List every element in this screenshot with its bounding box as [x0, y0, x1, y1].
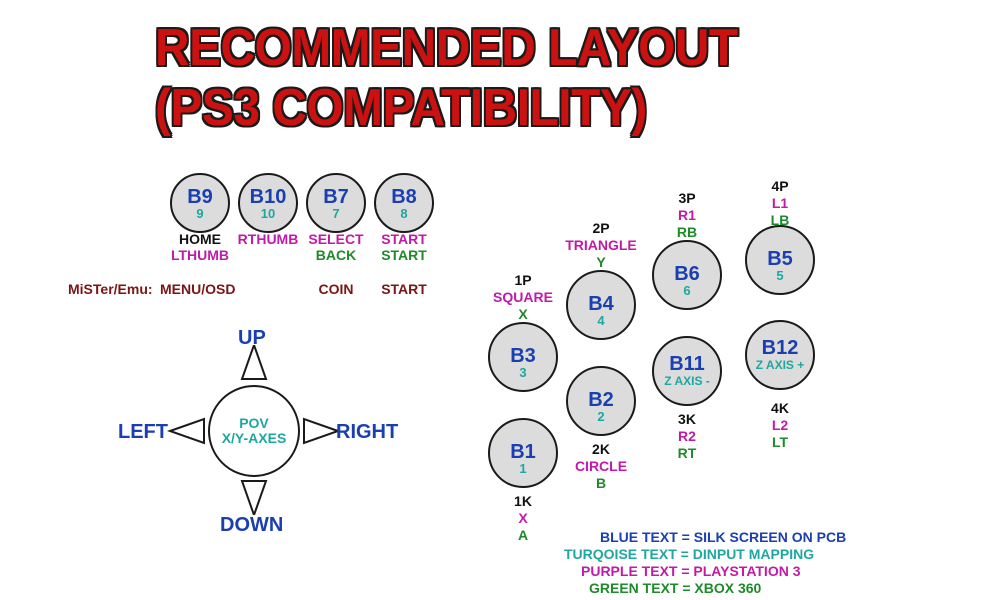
- button-b9[interactable]: B9 9: [170, 173, 230, 233]
- pcb-label: B7: [323, 186, 349, 208]
- arrow-down-icon: [240, 480, 268, 515]
- b8-label-start-ps3: START: [381, 231, 427, 247]
- button-b6[interactable]: B6 6: [652, 240, 722, 310]
- b2-code: 2K: [592, 441, 610, 457]
- b7-label-select: SELECT: [308, 231, 364, 247]
- b6-ps3: R1: [678, 207, 696, 223]
- b12-xbox: LT: [771, 434, 789, 450]
- dir-left-label: LEFT: [118, 421, 168, 443]
- button-b5[interactable]: B5 5: [745, 225, 815, 295]
- pcb-label: B5: [767, 248, 793, 270]
- b5-ps3: L1: [771, 195, 789, 211]
- arrow-up-icon: [240, 345, 268, 380]
- legend-blue: BLUE TEXT = SILK SCREEN ON PCB: [600, 529, 847, 545]
- dinput-label: 8: [400, 206, 408, 221]
- button-b10[interactable]: B10 10: [238, 173, 298, 233]
- b4-code: 2P: [592, 220, 610, 236]
- b4-ps3: TRIANGLE: [565, 237, 637, 253]
- b6-code: 3P: [678, 190, 696, 206]
- legend-turquoise: TURQOISE TEXT = DINPUT MAPPING: [564, 546, 815, 562]
- legend-green: GREEN TEXT = XBOX 360: [589, 580, 762, 596]
- title-line-1: RECOMMENDED LAYOUT: [155, 19, 738, 77]
- emu-coin: COIN: [318, 281, 354, 297]
- pcb-label: B9: [187, 186, 213, 208]
- pcb-label: B1: [510, 441, 536, 463]
- b11-ps3: R2: [678, 428, 696, 444]
- b9-label-lthumb: LTHUMB: [170, 247, 230, 263]
- button-b11[interactable]: B11 Z AXIS -: [652, 336, 722, 406]
- button-b4[interactable]: B4 4: [566, 270, 636, 340]
- arrow-right-icon: [303, 417, 342, 445]
- b3-xbox: X: [518, 306, 528, 322]
- pcb-label: B4: [588, 293, 614, 315]
- dinput-label: 4: [597, 313, 605, 328]
- b9-label-home: HOME: [179, 231, 221, 247]
- title-line-2: (PS3 COMPATIBILITY): [155, 79, 647, 137]
- pcb-label: B12: [761, 337, 799, 359]
- b2-xbox: B: [595, 475, 607, 491]
- dir-up-label: UP: [238, 327, 266, 349]
- button-b3[interactable]: B3 3: [488, 322, 558, 392]
- arrow-left-icon: [166, 417, 205, 445]
- button-b7[interactable]: B7 7: [306, 173, 366, 233]
- b3-code: 1P: [514, 272, 532, 288]
- pcb-label: B8: [391, 186, 417, 208]
- emu-menu-osd: MENU/OSD: [160, 281, 236, 297]
- pcb-label: B3: [510, 345, 536, 367]
- dinput-label: Z AXIS +: [755, 358, 805, 372]
- dinput-label: 10: [260, 206, 276, 221]
- b12-ps3: L2: [771, 417, 789, 433]
- dinput-label: 7: [332, 206, 340, 221]
- b1-code: 1K: [514, 493, 532, 509]
- pcb-label: B6: [674, 263, 700, 285]
- b6-xbox: RB: [676, 224, 698, 240]
- pov-stick[interactable]: POV X/Y-AXES: [208, 385, 300, 477]
- b1-xbox: A: [517, 527, 529, 543]
- dir-right-label: RIGHT: [336, 421, 399, 443]
- b11-code: 3K: [678, 411, 696, 427]
- dinput-label: 2: [597, 409, 605, 424]
- dinput-label: 9: [196, 206, 204, 221]
- legend-purple: PURPLE TEXT = PLAYSTATION 3: [581, 563, 801, 579]
- pcb-label: B10: [249, 186, 287, 208]
- b8-label-start-xbox: START: [381, 247, 427, 263]
- b4-xbox: Y: [596, 254, 606, 270]
- b10-label-rthumb: RTHUMB: [237, 231, 299, 247]
- b7-label-back: BACK: [315, 247, 357, 263]
- b12-code: 4K: [771, 400, 789, 416]
- b3-ps3: SQUARE: [493, 289, 553, 305]
- dinput-label: 3: [519, 365, 527, 380]
- b11-xbox: RT: [677, 445, 697, 461]
- dinput-label: 5: [776, 268, 784, 283]
- button-b2[interactable]: B2 2: [566, 366, 636, 436]
- dinput-label: 1: [519, 461, 527, 476]
- button-b1[interactable]: B1 1: [488, 418, 558, 488]
- emu-start: START: [381, 281, 427, 297]
- button-b12[interactable]: B12 Z AXIS +: [745, 320, 815, 390]
- pov-label-line2: X/Y-AXES: [221, 430, 287, 446]
- pcb-label: B11: [669, 353, 705, 375]
- dinput-label: 6: [683, 283, 691, 298]
- dinput-label: Z AXIS -: [664, 374, 710, 388]
- b1-ps3: X: [518, 510, 528, 526]
- button-b8[interactable]: B8 8: [374, 173, 434, 233]
- b5-xbox: LB: [770, 212, 790, 228]
- b5-code: 4P: [771, 178, 789, 194]
- dpad-arrows: [166, 345, 342, 515]
- emu-row-label: MiSTer/Emu:: [68, 281, 153, 297]
- b2-ps3: CIRCLE: [574, 458, 628, 474]
- pcb-label: B2: [588, 389, 614, 411]
- pov-label-line1: POV: [239, 415, 269, 431]
- dir-down-label: DOWN: [220, 514, 284, 536]
